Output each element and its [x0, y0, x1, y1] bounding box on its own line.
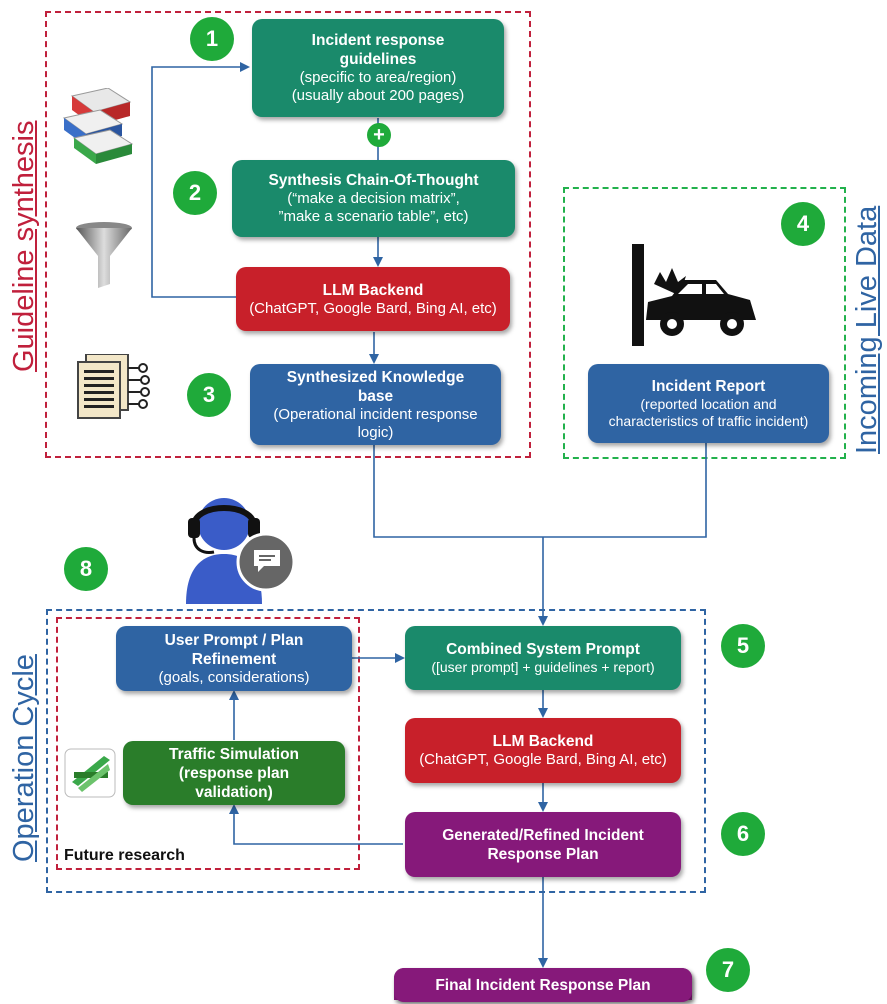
user-prompt-title: User Prompt / Plan Refinement — [164, 631, 304, 668]
llm1-title: LLM Backend — [322, 281, 424, 299]
future-research-region — [56, 617, 360, 870]
guidelines-box: Incident response guidelines (specific t… — [252, 19, 504, 117]
incident-report-box: Incident Report (reported location and c… — [588, 364, 829, 443]
report-sub: (reported location and characteristics o… — [608, 396, 809, 429]
llm2-sub: (ChatGPT, Google Bard, Bing AI, etc) — [419, 751, 667, 768]
books-icon — [62, 88, 134, 164]
kb-title: Synthesized Knowledge base — [286, 368, 465, 405]
llm-backend-box-1: LLM Backend (ChatGPT, Google Bard, Bing … — [236, 267, 510, 331]
guidelines-sub: (specific to area/region) (usually about… — [291, 69, 465, 104]
step-badge-1: 1 — [190, 17, 234, 61]
llm2-title: LLM Backend — [492, 733, 594, 750]
combined-prompt-box: Combined System Prompt ([user prompt] + … — [405, 626, 681, 690]
operator-headset-icon — [186, 498, 296, 604]
guideline-synthesis-region — [45, 11, 531, 458]
funnel-icon — [76, 222, 132, 288]
plus-icon: + — [367, 123, 391, 147]
step-badge-3: 3 — [187, 373, 231, 417]
combined-title: Combined System Prompt — [446, 641, 640, 658]
car-crash-icon — [632, 244, 756, 346]
cot-box: Synthesis Chain-Of-Thought (“make a deci… — [232, 160, 515, 237]
user-prompt-box: User Prompt / Plan Refinement (goals, co… — [116, 626, 352, 691]
kb-sub: (Operational incident response logic) — [273, 405, 478, 441]
user-prompt-sub: (goals, considerations) — [158, 668, 310, 686]
llm-backend-box-2: LLM Backend (ChatGPT, Google Bard, Bing … — [405, 718, 681, 783]
step-badge-5: 5 — [721, 624, 765, 668]
llm1-sub: (ChatGPT, Google Bard, Bing AI, etc) — [249, 299, 497, 317]
kb-merge-line — [373, 443, 707, 538]
incoming-live-data-region — [563, 187, 846, 459]
operation-cycle-region — [46, 609, 706, 893]
combined-sub: ([user prompt] + guidelines + report) — [431, 659, 655, 675]
step-badge-2: 2 — [173, 171, 217, 215]
cot-sub: (“make a decision matrix”, ”make a scena… — [278, 190, 469, 225]
traffic-simulation-box: Traffic Simulation (response plan valida… — [123, 741, 345, 805]
loop-arrow — [151, 62, 250, 298]
guidelines-title: Incident response guidelines — [311, 32, 445, 68]
future-research-label: Future research — [64, 847, 185, 864]
report-title: Incident Report — [651, 378, 766, 395]
generated-plan-box: Generated/Refined Incident Response Plan — [405, 812, 681, 877]
cot-title: Synthesis Chain-Of-Thought — [268, 172, 479, 189]
document-network-icon — [77, 354, 150, 419]
final-plan-box-body: Final Incident Response Plan — [394, 968, 692, 1002]
traffic-sim-title: Traffic Simulation (response plan valida… — [168, 745, 300, 801]
chat-bubble-icon — [254, 550, 280, 572]
knowledge-base-box: Synthesized Knowledge base (Operational … — [250, 364, 501, 445]
step-badge-6: 6 — [721, 812, 765, 856]
step-badge-4: 4 — [781, 202, 825, 246]
final-title: Final Incident Response Plan — [435, 976, 651, 994]
step-badge-7: 7 — [706, 948, 750, 992]
generated-title: Generated/Refined Incident Response Plan — [442, 826, 644, 863]
step-badge-8: 8 — [64, 547, 108, 591]
generated-sim-arrow — [229, 804, 403, 845]
traffic-simulation-icon — [64, 748, 116, 798]
